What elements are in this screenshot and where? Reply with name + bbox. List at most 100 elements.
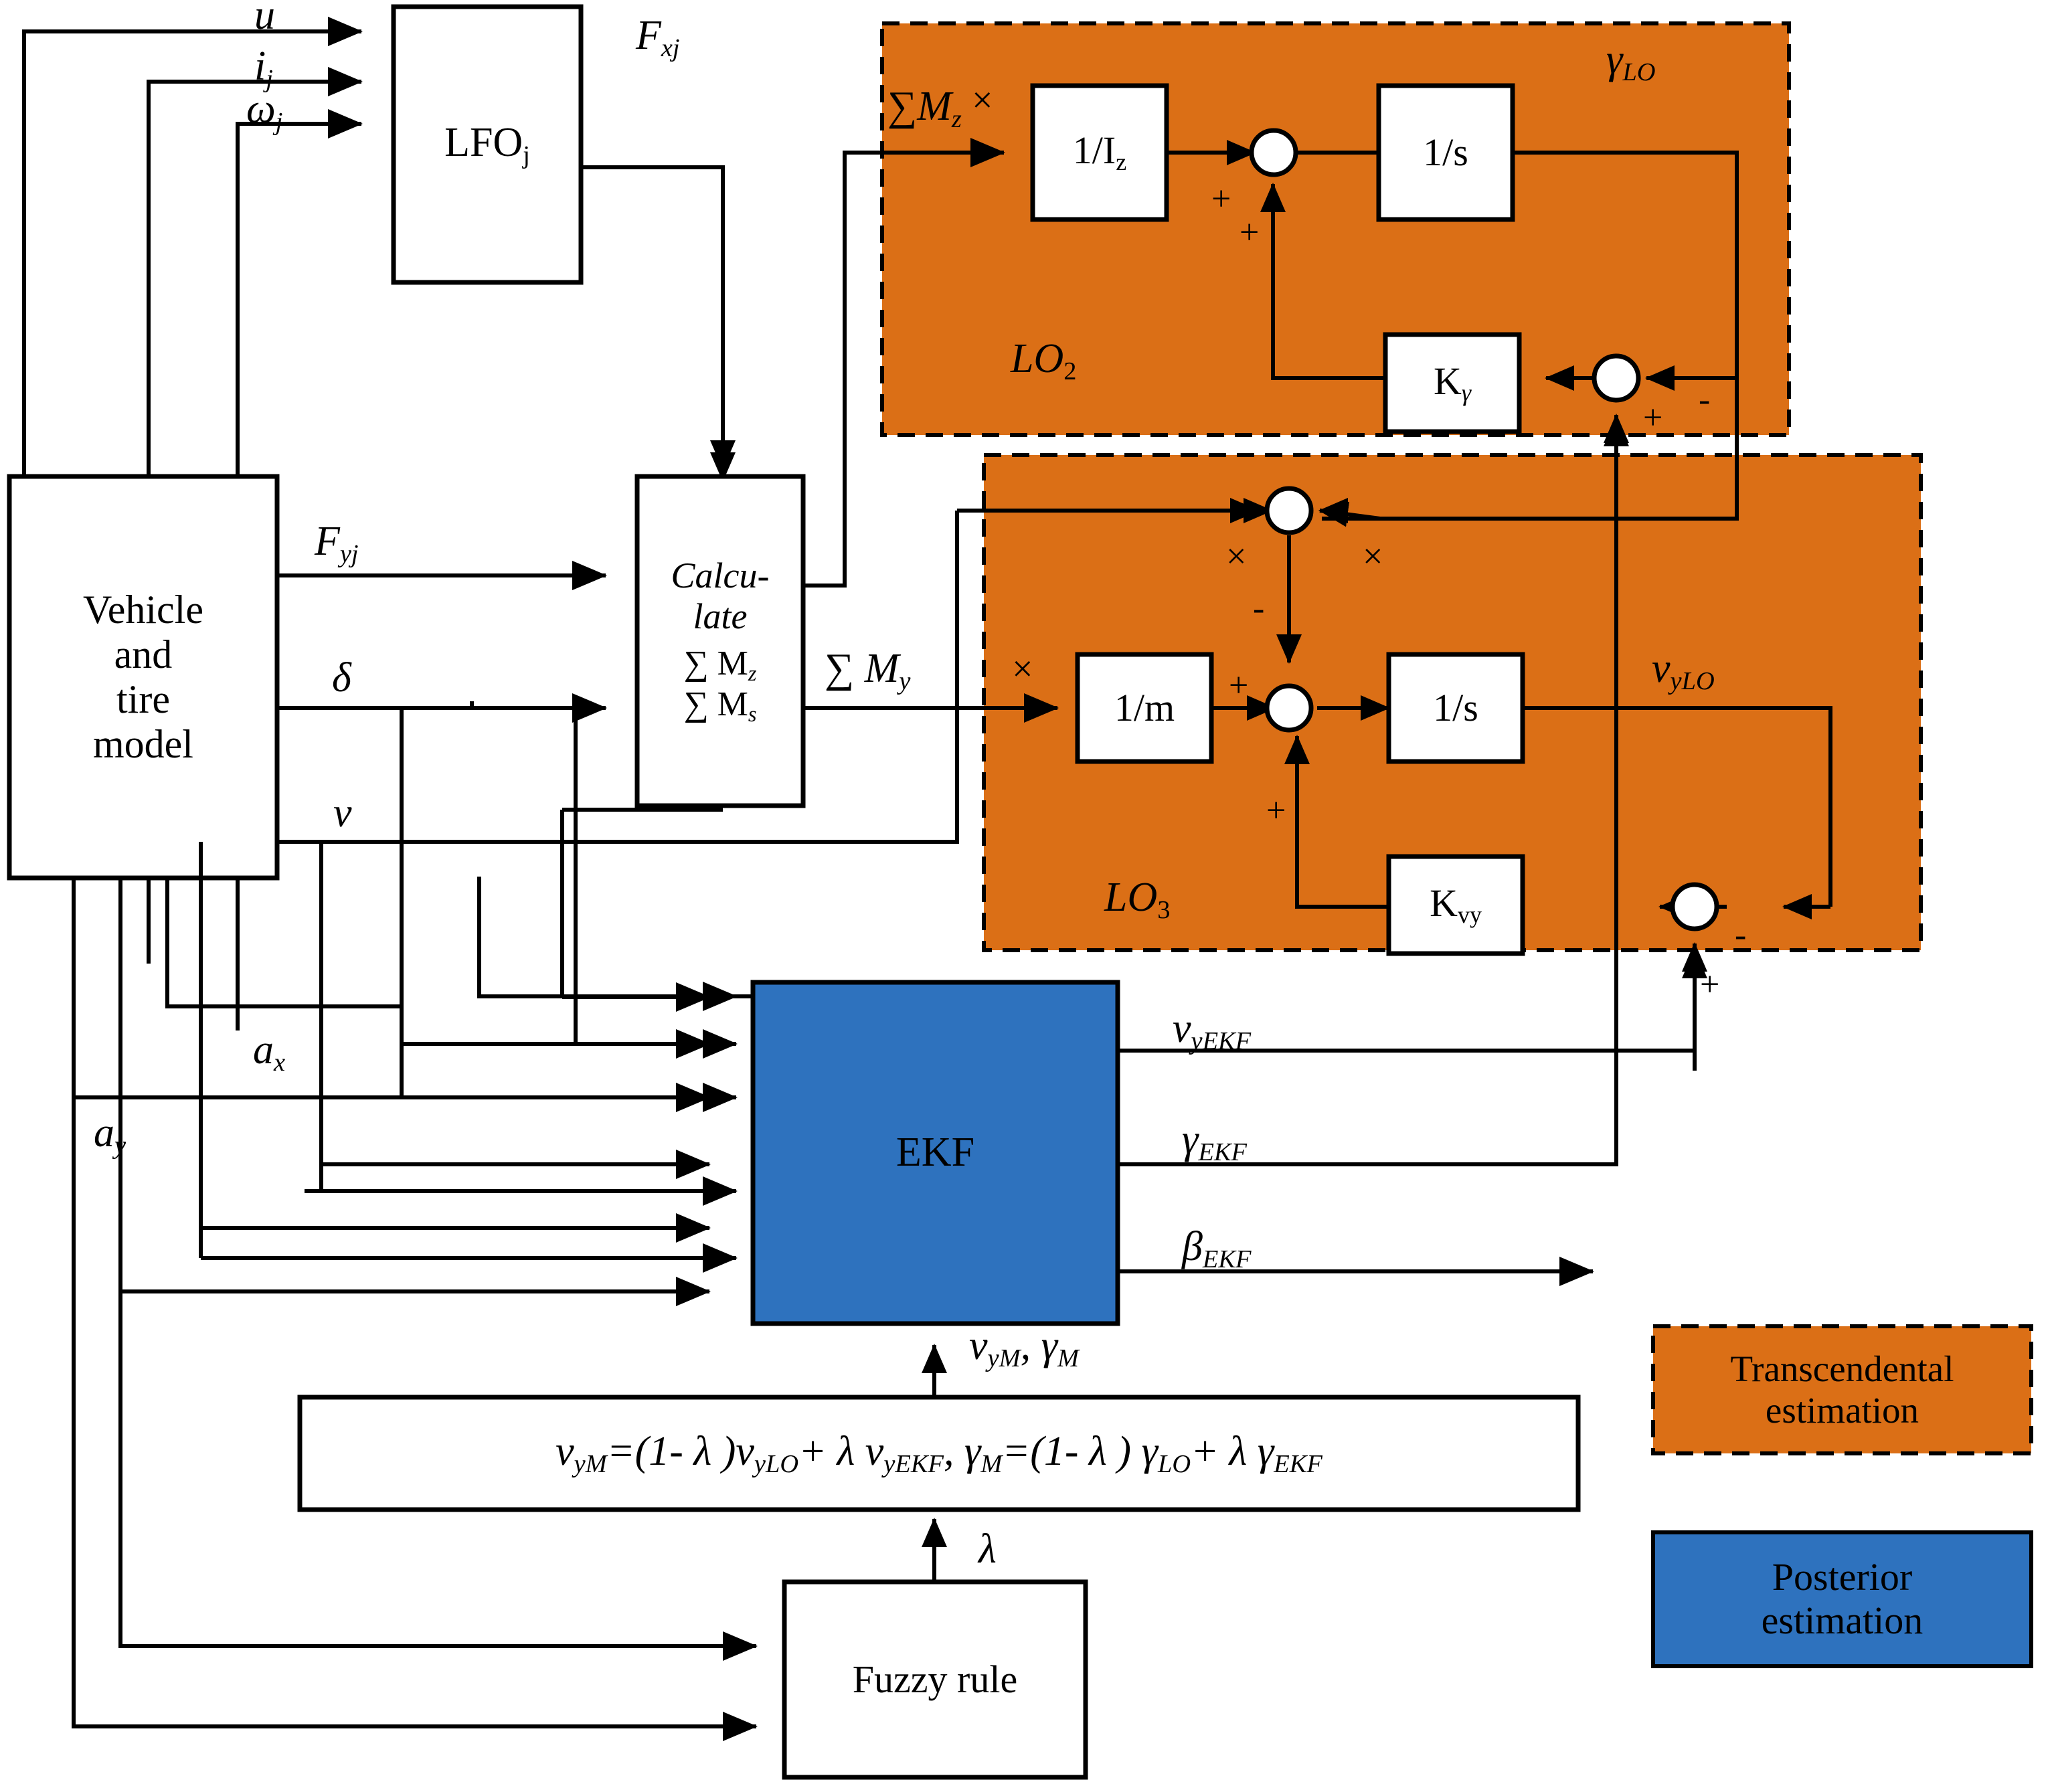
vehicle-line-3: tire	[116, 677, 170, 721]
plus-icon-3: +	[1643, 399, 1663, 437]
signal-omegaj-text: ω	[246, 86, 276, 132]
inv-s-lo2-label: 1/s	[1379, 86, 1513, 219]
sign-plus-lo2-fb: +	[1643, 398, 1662, 438]
signal-delta: δ	[332, 657, 351, 699]
legend-posterior-line-2: estimation	[1761, 1599, 1923, 1642]
fuzzy-rule-label: Fuzzy rule	[784, 1582, 1086, 1777]
sum-node-lo3-top	[1264, 486, 1314, 535]
sum-node-lo2-fb	[1592, 353, 1641, 403]
legend-posterior-line-1: Posterior	[1772, 1555, 1913, 1599]
lfo-block-label: LFOj	[394, 7, 581, 282]
sign-minus-lo3-top: -	[1253, 589, 1264, 628]
legend-transcendental-line-2: estimation	[1765, 1390, 1919, 1431]
signal-fyj-sub: yj	[339, 539, 359, 568]
inv-s-block-lo3	[1386, 652, 1525, 764]
inv-iz-sub: z	[1116, 149, 1127, 176]
signal-ay: ay	[94, 1112, 126, 1158]
signal-fyj: Fyj	[315, 521, 359, 567]
signal-ay-sub: y	[114, 1131, 126, 1160]
times-icon-1: ×	[972, 80, 993, 121]
signal-gammaekf-sub: EKF	[1198, 1138, 1248, 1166]
signal-delta-text: δ	[332, 655, 351, 701]
inv-s-lo3-label: 1/s	[1389, 654, 1523, 761]
signal-vylo-text: v	[1652, 646, 1671, 691]
lfo-subscript: j	[523, 141, 530, 169]
signal-gamma-lo-sub: LO	[1622, 58, 1656, 86]
minus-icon-1: -	[1699, 381, 1711, 419]
calculate-sum-mz: ∑ M	[683, 644, 748, 683]
inv-m-text: 1/m	[1114, 685, 1175, 729]
sum-node-lo3-main	[1264, 683, 1314, 733]
signal-vyekf-text: v	[1173, 1006, 1191, 1051]
sum-node-lo3-fb	[1670, 882, 1719, 931]
lo2-sub: 2	[1063, 357, 1077, 385]
calculate-block	[634, 474, 806, 808]
signal-vym-gammam: vyM, γM	[969, 1323, 1080, 1372]
times-sum-my: ×	[1012, 650, 1033, 688]
signal-fxj: Fxj	[636, 15, 680, 61]
signal-betaekf-sub: EKF	[1202, 1245, 1252, 1273]
sum-node-lo2-top	[1249, 128, 1298, 177]
signal-sum-my-text: ∑ M	[825, 646, 900, 691]
ekf-block	[750, 980, 1120, 1326]
inv-iz-text: 1/I	[1072, 128, 1116, 173]
signal-v-text: v	[333, 790, 352, 836]
signal-lambda-text: λ	[978, 1526, 997, 1572]
signal-sum-my: ∑ My	[825, 648, 910, 694]
times-icon-4: ×	[1363, 536, 1383, 576]
signal-ax-sub: x	[274, 1048, 286, 1077]
signal-gammam-sub: M	[1057, 1344, 1080, 1372]
signal-sum-mz: ∑Mz	[887, 86, 962, 132]
lo3-region-label: LO3	[1104, 877, 1170, 923]
signal-gamma-lo-text: γ	[1606, 37, 1623, 82]
plus-icon-4: +	[1229, 666, 1249, 705]
signal-lambda: λ	[978, 1528, 997, 1570]
inv-s-lo3-text: 1/s	[1433, 685, 1478, 729]
lo2-text: LO	[1011, 336, 1064, 381]
signal-ax: ax	[253, 1029, 285, 1075]
inv-iz-block	[1030, 83, 1169, 222]
signal-sum-mz-sub: z	[951, 104, 962, 133]
sign-plus-lo3-ekf: +	[1700, 965, 1719, 1004]
legend-transcendental-swatch	[1651, 1324, 2033, 1455]
sign-plus-lo3-main: +	[1229, 666, 1248, 705]
fusion-formula-label: vyM=(1- λ )vyLO+ λ vyEKF, γM=(1- λ ) γLO…	[300, 1397, 1578, 1510]
lfo-block	[391, 4, 584, 285]
plus-icon-5: +	[1266, 792, 1286, 830]
legend-transcendental-label: Transcendental estimation	[1653, 1326, 2031, 1453]
inv-s-lo2-text: 1/s	[1423, 130, 1468, 174]
calculate-sum-mz-sub: z	[748, 661, 757, 686]
times-icon-2: ×	[1012, 648, 1033, 690]
sign-plus-lo2-a: +	[1211, 179, 1231, 219]
vehicle-line-1: Vehicle	[83, 587, 203, 632]
times-icon-3: ×	[1226, 536, 1247, 576]
signal-u: u	[254, 0, 275, 36]
signal-vylo: vyLO	[1652, 648, 1715, 694]
ekf-block-label: EKF	[753, 982, 1118, 1324]
sign-minus-lo3-fb: -	[1735, 915, 1746, 955]
plus-icon-2: +	[1239, 213, 1260, 252]
signal-betaekf-text: β	[1182, 1224, 1203, 1269]
ekf-text: EKF	[895, 1130, 975, 1176]
plus-icon-1: +	[1211, 180, 1231, 218]
sign-times-lo3-left: ×	[1226, 535, 1246, 577]
signal-vym-sub: yM	[987, 1344, 1021, 1372]
lfo-text: LFO	[444, 119, 523, 165]
fuzzy-rule-block	[782, 1579, 1088, 1780]
k-gamma-text: K	[1433, 359, 1462, 403]
signal-fxj-text: F	[636, 13, 661, 58]
sign-minus-lo2-fb: -	[1699, 380, 1710, 420]
calculate-sum-ms: ∑ M	[683, 685, 748, 724]
signal-omegaj: ωj	[246, 88, 282, 135]
k-gamma-sub: γ	[1461, 379, 1472, 406]
k-vy-label: Kvy	[1389, 857, 1523, 954]
signal-gammaekf: γEKF	[1182, 1119, 1247, 1165]
times-sum-mz: ×	[972, 82, 993, 119]
sign-plus-lo3-fb: +	[1266, 791, 1286, 830]
k-gamma-block	[1383, 332, 1522, 434]
signal-gammam-text: γ	[1041, 1323, 1058, 1368]
sign-plus-lo2-b: +	[1239, 213, 1259, 252]
plus-icon-6: +	[1700, 966, 1720, 1004]
signal-ij-text: i	[254, 43, 266, 89]
fusion-formula-text: vyM=(1- λ )vyLO+ λ vyEKF, γM=(1- λ ) γLO…	[555, 1428, 1322, 1478]
